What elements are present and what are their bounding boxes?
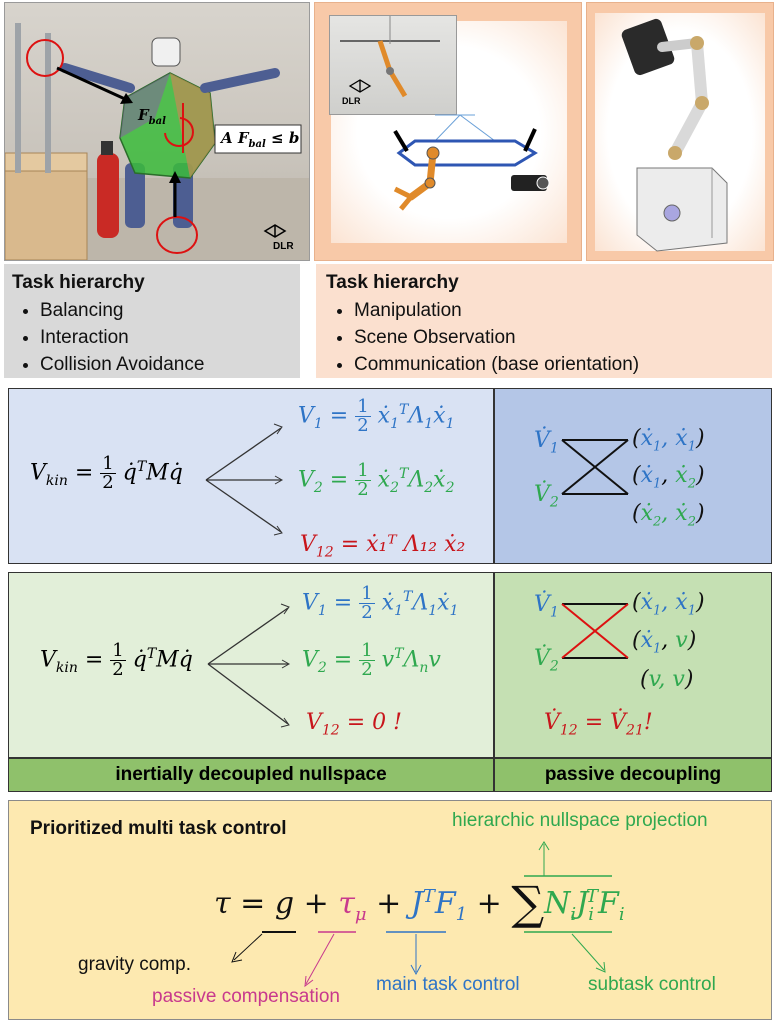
v12-equation-2: V12 = 0 ! <box>306 710 402 739</box>
hierarchic-label: hierarchic nullspace projection <box>452 810 708 831</box>
force-label-sub: bal <box>148 116 166 127</box>
branch-arrows-1 <box>205 423 284 536</box>
constraint-sub: bal <box>248 139 266 150</box>
vdot-bang: ! <box>643 710 653 735</box>
constraint-label: A Fbal ≤ b <box>221 129 299 150</box>
manipulator-diagram <box>393 114 550 211</box>
vdot12-equation: V̇12 = V̇21! <box>544 710 653 739</box>
bowtie-diagram-2 <box>561 603 629 659</box>
manipulator-panel: DLR <box>314 2 582 261</box>
term-subtask: NiJiTFi <box>544 886 625 925</box>
dlr-logo-left: DLR <box>273 241 294 252</box>
hierarchy-left-list: Balancing Interaction Collision Avoidanc… <box>12 298 300 377</box>
pairs-list-2: (ẋ1, ẋ1) (ẋ1, v) (v, v) <box>632 588 705 695</box>
list-item: Scene Observation <box>354 325 772 350</box>
bar-passive-decoupling: passive decoupling <box>494 758 772 792</box>
list-item: Communication (base orientation) <box>354 352 772 377</box>
passive-label: passive compensation <box>152 986 340 1007</box>
coupling-block-1 <box>494 388 772 564</box>
lab-robot-illustration <box>340 16 440 98</box>
subtask-label: subtask control <box>588 974 716 995</box>
pair-1-1: (ẋ1, ẋ1) <box>632 426 705 455</box>
force-label-main: F <box>138 106 149 124</box>
satellite-panel <box>586 2 774 261</box>
sum-symbol: ∑ <box>511 876 545 930</box>
satellite-arm-illustration <box>621 18 728 252</box>
vdot1-label-1: V̇1 <box>534 428 559 457</box>
humanoid-photo: Fbal A Fbal ≤ b DLR <box>4 2 310 261</box>
kinetic-energy-block-1 <box>8 388 494 564</box>
control-law-box <box>8 800 772 1020</box>
v12-rhs-2: = 0 ! <box>346 710 402 735</box>
list-item: Balancing <box>40 298 300 323</box>
bar-left-label: inertially decoupled nullspace <box>115 764 387 785</box>
vdot21-sub: 21 <box>626 722 644 739</box>
vdot2-label-1: V̇2 <box>534 482 559 511</box>
dlr-logo-middle: DLR <box>342 96 361 106</box>
hierarchy-right-list: Manipulation Scene Observation Communica… <box>326 298 772 377</box>
bowtie-diagram-1 <box>561 439 629 495</box>
vdot2-label-2: V̇2 <box>534 646 559 675</box>
main-task-label: main task control <box>376 974 520 995</box>
annotation-lines <box>231 841 612 988</box>
pair-2-1: (ẋ1, ẋ1) <box>632 590 705 619</box>
constraint-rest: ≤ b <box>271 129 300 147</box>
vdot1-label-2: V̇1 <box>534 592 559 621</box>
pair-1-3: (ẋ2, ẋ2) <box>632 500 705 530</box>
term-tau-mu: τμ <box>338 886 367 925</box>
hierarchy-left-title: Task hierarchy <box>12 272 145 293</box>
control-title: Prioritized multi task control <box>30 818 287 839</box>
v12-equation-1: V12 = ẋ₁ᵀ Λ₁₂ ẋ₂ <box>300 532 466 561</box>
pair-2-2: (ẋ1, v) <box>632 628 697 657</box>
force-label: Fbal <box>138 106 166 127</box>
kinetic-energy-block-2 <box>8 572 494 758</box>
gravity-label: gravity comp. <box>78 954 191 975</box>
hierarchy-right-title: Task hierarchy <box>326 272 459 293</box>
bar-right-label: passive decoupling <box>544 764 722 785</box>
pair-2-3: (v, v) <box>640 666 694 692</box>
pair-1-2: (ẋ1, ẋ2) <box>632 463 705 492</box>
lab-photo-inset: DLR <box>329 15 457 115</box>
list-item: Interaction <box>40 325 300 350</box>
term-main-task: JTF1 <box>410 886 468 925</box>
constraint-main: A F <box>221 129 249 147</box>
vdot12-rhs: = V̇ <box>584 710 627 735</box>
task-hierarchy-right: Task hierarchy Manipulation Scene Observ… <box>316 264 772 378</box>
term-g: g <box>274 886 295 921</box>
branch-arrows-2 <box>207 603 291 728</box>
list-item: Collision Avoidance <box>40 352 300 377</box>
v12-rhs-1: = ẋ₁ᵀ Λ₁₂ ẋ₂ <box>340 532 466 557</box>
coupling-block-2 <box>494 572 772 758</box>
bar-inertially-decoupled: inertially decoupled nullspace <box>8 758 494 792</box>
pairs-list-1: (ẋ1, ẋ1) (ẋ1, ẋ2) (ẋ2, ẋ2) <box>632 424 705 536</box>
humanoid-robot-illustration <box>4 23 309 261</box>
control-law-equation: τ = g + τμ + JTF1 + ∑NiJiTFi <box>214 876 625 930</box>
task-hierarchy-left: Task hierarchy Balancing Interaction Col… <box>4 264 300 378</box>
list-item: Manipulation <box>354 298 772 323</box>
